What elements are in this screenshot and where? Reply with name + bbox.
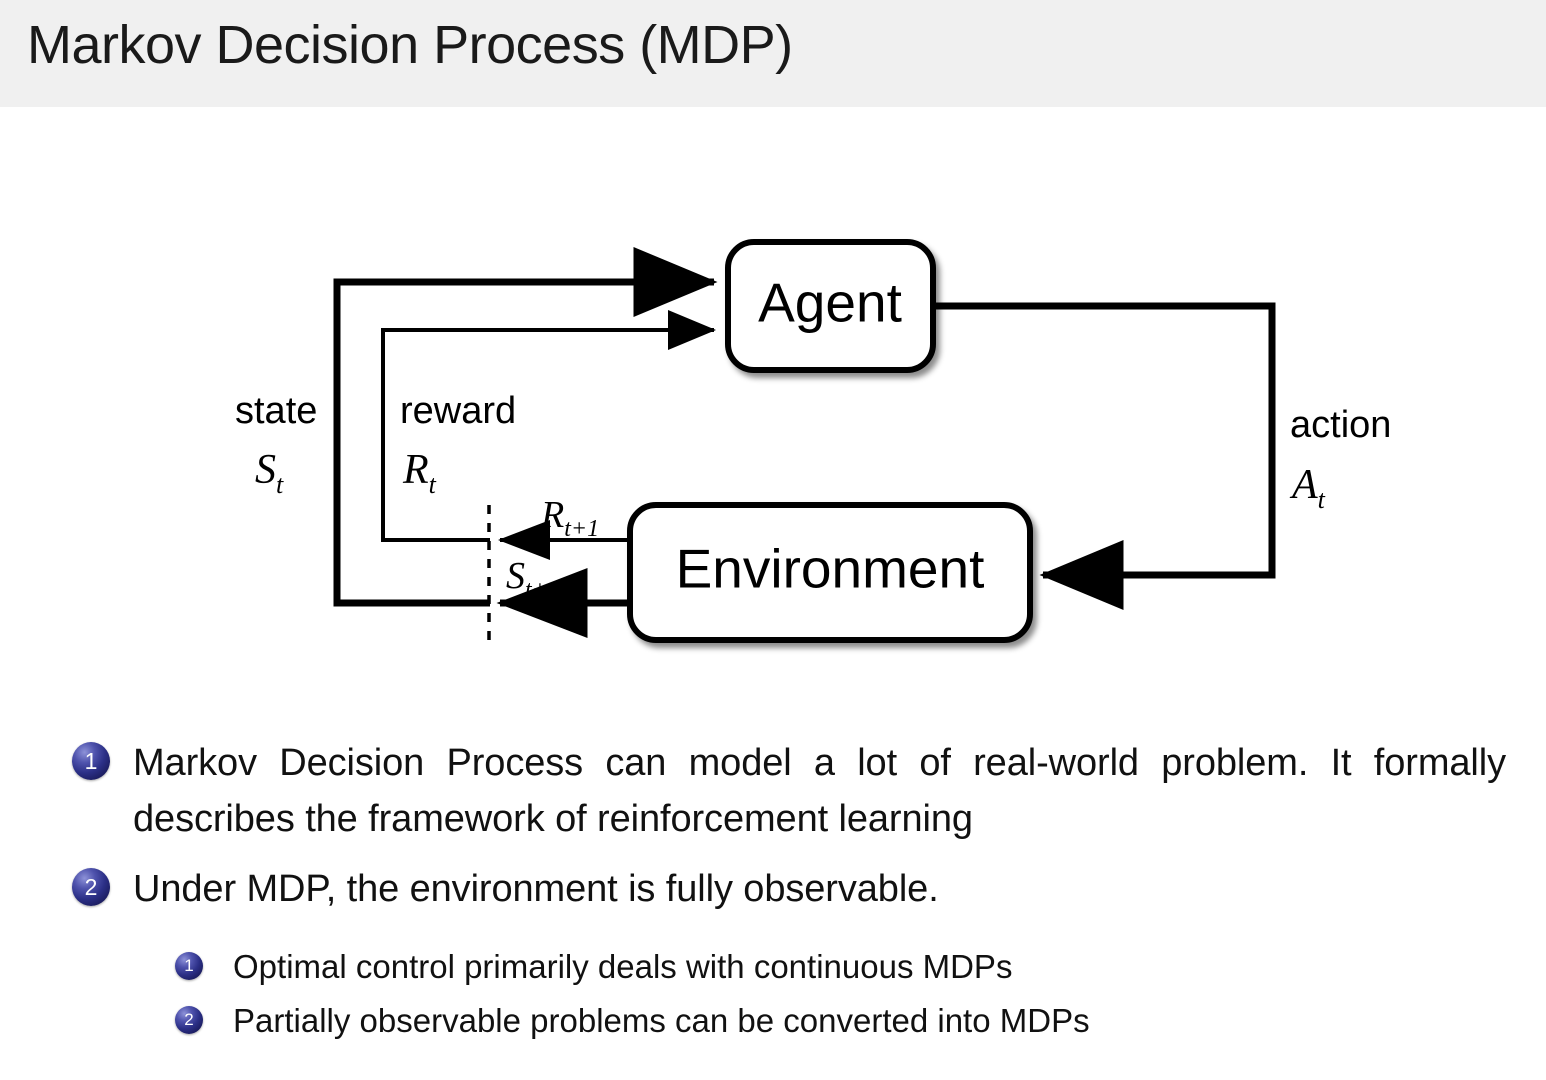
agent-node: Agent <box>725 239 936 373</box>
svg-text:St: St <box>255 447 284 499</box>
state-label: state St <box>235 390 317 499</box>
state-feedback-path <box>333 247 718 607</box>
svg-text:St+1: St+1 <box>506 555 560 603</box>
reward-label-symbol: R <box>402 447 429 493</box>
bullet-marker-2: 2 <box>72 868 110 907</box>
sub-list-item: 2 Partially observable problems can be c… <box>175 994 1475 1048</box>
bullet-list: 1 Markov Decision Process can model a lo… <box>0 735 1546 924</box>
agent-node-label: Agent <box>758 272 902 334</box>
action-label-word: action <box>1290 404 1391 446</box>
sub-bullet-marker-1: 1 <box>175 952 203 980</box>
sub-bullet-marker-2: 2 <box>175 1006 203 1035</box>
svg-text:At: At <box>1289 462 1326 514</box>
action-label: action At <box>1289 404 1391 514</box>
sub-list-item-text: Optimal control primarily deals with con… <box>233 948 1013 985</box>
svg-text:Rt: Rt <box>402 447 437 499</box>
list-item-text: Markov Decision Process can model a lot … <box>133 742 1506 841</box>
reward-feedback-path <box>381 310 716 542</box>
reward-next-label-symbol: R <box>540 494 564 536</box>
action-path <box>933 302 1276 610</box>
list-item: 2 Under MDP, the environment is fully ob… <box>0 861 1546 917</box>
title-band: Markov Decision Process (MDP) <box>0 0 1546 107</box>
svg-text:Rt+1: Rt+1 <box>540 494 599 542</box>
list-item: 1 Markov Decision Process can model a lo… <box>0 735 1546 847</box>
state-label-subscript: t <box>276 470 284 499</box>
reward-next-label-subscript: t+1 <box>564 516 599 542</box>
sub-bullet-list: 1 Optimal control primarily deals with c… <box>175 940 1475 1049</box>
reward-next-label: Rt+1 <box>540 494 599 542</box>
sub-list-item-text: Partially observable problems can be con… <box>233 1002 1090 1040</box>
state-label-symbol: S <box>255 447 276 493</box>
environment-node: Environment <box>627 502 1033 643</box>
state-label-word: state <box>235 390 317 432</box>
sub-list-item: 1 Optimal control primarily deals with c… <box>175 940 1475 994</box>
environment-node-label: Environment <box>676 538 985 600</box>
reward-label-subscript: t <box>429 470 437 499</box>
agent-environment-diagram: Agent Environment state St reward Rt <box>0 115 1546 695</box>
bullet-marker-1: 1 <box>72 742 110 780</box>
state-next-label: St+1 <box>506 555 560 603</box>
reward-label: reward Rt <box>400 390 516 499</box>
action-label-symbol: A <box>1289 462 1318 508</box>
state-next-label-symbol: S <box>506 555 525 597</box>
state-next-label-subscript: t+1 <box>525 577 560 603</box>
page-title: Markov Decision Process (MDP) <box>27 15 793 75</box>
list-item-text: Under MDP, the environment is fully obse… <box>133 868 939 911</box>
reward-label-word: reward <box>400 390 516 432</box>
action-label-subscript: t <box>1318 485 1326 514</box>
